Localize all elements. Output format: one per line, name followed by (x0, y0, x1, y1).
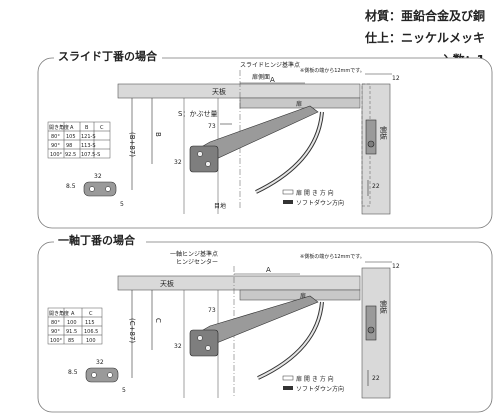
panel2-table-r1c0: 90° (51, 329, 60, 335)
panel2-top-board-label: 天板 (160, 279, 174, 288)
panel1-table-h0: 開き角度 (49, 124, 69, 131)
panel1-legend-open: 扉 開 き 方 向 (296, 189, 334, 197)
panel1-title: スライド丁番の場合 (58, 49, 158, 63)
panel1-dim73: 73 (208, 123, 216, 130)
panel2-small-bracket (85, 367, 119, 383)
panel1-side-pivot (367, 140, 375, 148)
panel-single-axis-hinge: 一軸丁番の場合 一軸ヒンジ基準点 ヒンジセンター ※側板の端から12mmです。 … (37, 233, 493, 413)
panel1-hinge-ref: スライドヒンジ基準点 (240, 61, 300, 69)
panel-slide-hinge: スライド丁番の場合 天板 扉 側板 スライドヒンジ基準点 扉側面 ※側板の端から… (37, 49, 493, 229)
panel1-from-side: ※側板の端から12mmです。 (300, 67, 365, 74)
panel1-screw-2 (205, 161, 211, 167)
panel1-side-board-label: 側板 (379, 126, 388, 140)
panel1-screw-1 (197, 151, 203, 157)
panel2-table-r1c2: 106.5 (84, 329, 98, 335)
panel2-from-side: ※側板の端から12mmです。 (300, 253, 365, 260)
panel2-legend-open: 扉 開 き 方 向 (296, 375, 334, 383)
panel1-dim22: 22 (372, 183, 380, 190)
panel2-dim73: 73 (208, 307, 216, 314)
panel2-dim85: 8.5 (68, 369, 78, 376)
panel1-small-bracket (83, 181, 117, 197)
panel2-mount-plate (189, 329, 219, 357)
panel1-dim12: 12 (392, 75, 400, 82)
panel1-mount-plate (189, 145, 219, 173)
panel2-table: 開き角度 A C 80° 100 115 90° 91.5 106.5 100°… (47, 307, 103, 345)
panel1-limit: 目地 (214, 202, 226, 210)
spec-material: 材質：亜鉛合金及び銅 (364, 8, 485, 23)
panel1-s-label: S：かぶせ量 (178, 110, 217, 118)
panel1-table-h1: A (70, 125, 74, 131)
panel1-table: 開き角度 A B C 80° 105 121-S 90° 98 113-S 10… (47, 121, 111, 159)
panel1-table-h3: C (100, 125, 104, 131)
panel1-table-h2: B (85, 125, 89, 131)
panel2-dimC87: (C+87) (128, 318, 136, 343)
panel1-top-board-label: 天板 (212, 87, 226, 96)
panel2-dim22: 22 (372, 375, 380, 382)
panel1-table-r1c1: 98 (66, 143, 72, 149)
panel2-table-h0: 開き角度 (49, 310, 69, 317)
panel2-top-board (117, 275, 361, 291)
panel1-dimB87: (B+87) (128, 132, 136, 157)
panel2-title-bg (54, 233, 146, 247)
panel2-table-h2: C (89, 311, 93, 317)
panel2-side-board-label: 側板 (379, 300, 388, 314)
panel1-table-r2c1: 92.5 (65, 152, 76, 158)
spec-finish: 仕上：ニッケルメッキ (364, 30, 485, 45)
panel1-door-label: 扉 (296, 100, 302, 108)
panel1-dim85: 8.5 (66, 183, 76, 190)
panel2-frame (37, 241, 493, 413)
panel2-hinge-ref1: 一軸ヒンジ基準点 (170, 250, 218, 258)
panel1-table-r2c2: 107.5-S (81, 152, 100, 158)
panel1-dimA: A (270, 76, 275, 84)
panel2-legend-soft: ソフトダウン方向 (296, 385, 344, 393)
panel1-legend-soft-swatch (283, 200, 293, 204)
panel2-table-r0c0: 80° (51, 320, 60, 326)
panel1-table-r1c0: 90° (51, 143, 60, 149)
panel2-table-r2c0: 100° (50, 338, 63, 344)
panel1-top-board (117, 83, 361, 99)
panel1-table-r0c2: 121-S (81, 134, 96, 140)
panel1-dim32: 32 (174, 159, 182, 166)
panel1-legend-soft: ソフトダウン方向 (296, 199, 344, 207)
panel1-table-r2c0: 100° (50, 152, 63, 158)
panel1-dim32b: 32 (94, 173, 102, 180)
panel2-dimC: C (154, 318, 162, 323)
panel2-dim12: 12 (392, 263, 400, 270)
panel1-dimB: B (154, 132, 162, 137)
panel1-side-bracket (365, 119, 377, 155)
panel2-table-r0c2: 115 (85, 320, 95, 326)
panel2-table-r0c1: 100 (67, 320, 77, 326)
panel2-table-h1: A (71, 311, 75, 317)
panel2-dim5: 5 (122, 387, 126, 394)
panel1-title-bg (54, 49, 162, 63)
panel1-table-r1c2: 113-S (81, 143, 96, 149)
panel2-title: 一軸丁番の場合 (58, 233, 136, 247)
panel2-door-label: 扉 (300, 292, 306, 300)
panel2-table-r2c2: 100 (86, 338, 96, 344)
panel1-legend-open-swatch (282, 189, 294, 195)
panel1-table-r0c0: 80° (51, 134, 60, 140)
panel2-side-bracket (365, 305, 377, 341)
panel2-table-r1c1: 91.5 (66, 329, 77, 335)
panel1-dim5: 5 (120, 201, 124, 208)
panel2-dimA: A (266, 266, 271, 274)
panel2-hinge-ref2: ヒンジセンター (176, 258, 218, 266)
panel2-dim32b: 32 (96, 359, 104, 366)
panel1-door-back: 扉側面 (252, 73, 270, 81)
panel2-table-r2c1: 85 (68, 338, 74, 344)
panel2-dim32: 32 (174, 343, 182, 350)
panel1-table-r0c1: 105 (66, 134, 76, 140)
